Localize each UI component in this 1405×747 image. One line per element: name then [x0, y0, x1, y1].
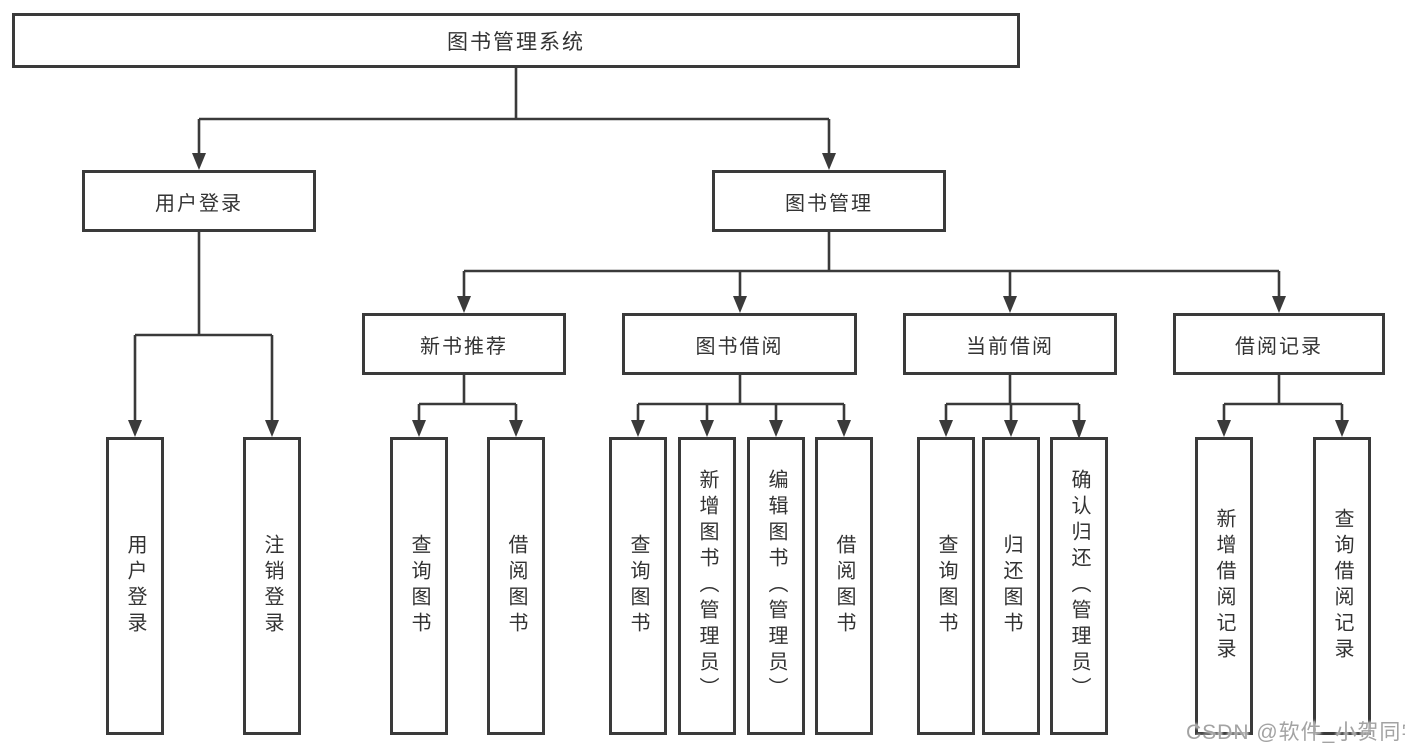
node-book-borrow: 图书借阅	[622, 313, 857, 375]
node-leaf-borrow-books-2: 借阅图书	[815, 437, 873, 735]
arrowhead	[822, 153, 836, 170]
arrowhead	[1004, 420, 1018, 437]
arrowhead	[192, 153, 206, 170]
node-leaf-user-login: 用户登录	[106, 437, 164, 735]
node-leaf-borrow-books-1: 借阅图书	[487, 437, 545, 735]
node-borrow-records: 借阅记录	[1173, 313, 1385, 375]
arrowhead	[939, 420, 953, 437]
node-leaf-query-books-3: 查询图书	[917, 437, 975, 735]
node-leaf-query-books-2: 查询图书	[609, 437, 667, 735]
node-leaf-logout: 注销登录	[243, 437, 301, 735]
arrowhead	[631, 420, 645, 437]
arrowhead	[733, 296, 747, 313]
node-user-login: 用户登录	[82, 170, 316, 232]
node-leaf-confirm-return-admin: 确认归还（管理员）	[1050, 437, 1108, 735]
arrowhead	[412, 420, 426, 437]
node-leaf-edit-books-admin: 编辑图书（管理员）	[747, 437, 805, 735]
arrowhead	[700, 420, 714, 437]
node-new-book-recommend: 新书推荐	[362, 313, 566, 375]
arrowhead	[128, 420, 142, 437]
node-root-system: 图书管理系统	[12, 13, 1020, 68]
arrowhead	[837, 420, 851, 437]
arrowhead	[1217, 420, 1231, 437]
node-leaf-return-books: 归还图书	[982, 437, 1040, 735]
node-current-borrow: 当前借阅	[903, 313, 1117, 375]
arrowhead	[457, 296, 471, 313]
arrowhead	[1003, 296, 1017, 313]
arrowhead	[265, 420, 279, 437]
arrowhead	[1335, 420, 1349, 437]
node-leaf-query-books-1: 查询图书	[390, 437, 448, 735]
node-leaf-add-borrow-record: 新增借阅记录	[1195, 437, 1253, 735]
arrowhead	[769, 420, 783, 437]
arrowhead	[1272, 296, 1286, 313]
node-leaf-query-borrow-record: 查询借阅记录	[1313, 437, 1371, 735]
arrowhead	[509, 420, 523, 437]
node-book-management: 图书管理	[712, 170, 946, 232]
csdn-watermark: CSDN @软件_小贺同学	[1186, 721, 1405, 744]
node-leaf-add-books-admin: 新增图书（管理员）	[678, 437, 736, 735]
